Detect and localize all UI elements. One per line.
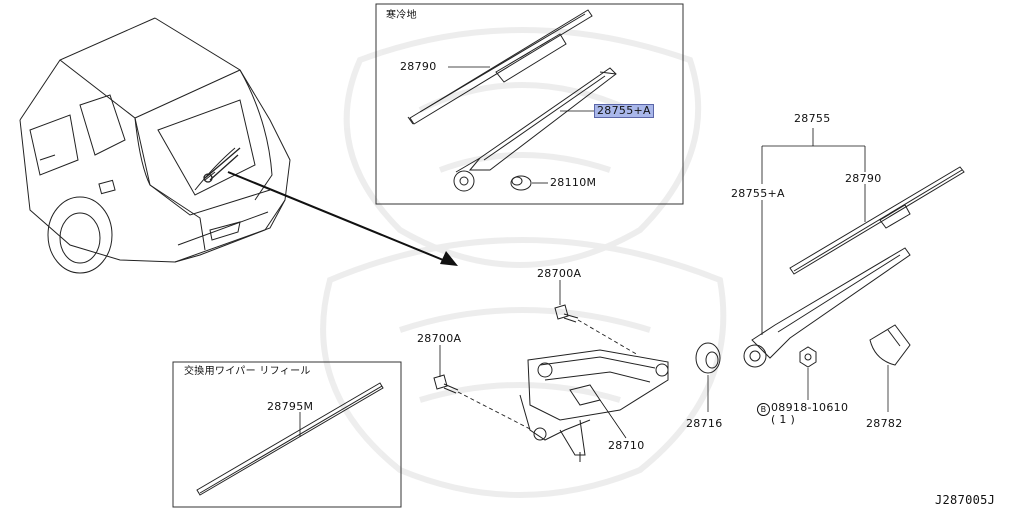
main-leaders <box>439 128 866 439</box>
refill-box <box>172 361 402 508</box>
callout-motor: 28710 <box>608 439 645 452</box>
nut-part-number: 08918-10610 <box>771 401 849 414</box>
callout-blade: 28790 <box>845 172 882 185</box>
bolt-mark-icon: B <box>757 403 770 416</box>
cold-blade <box>407 9 593 125</box>
grommet <box>695 342 721 412</box>
callout-grommet: 28716 <box>686 417 723 430</box>
callout-cap: 28782 <box>866 417 903 430</box>
wiper-motor <box>519 349 669 462</box>
car-wiper <box>203 147 241 183</box>
main-blade <box>789 166 965 275</box>
watermark <box>320 27 727 498</box>
bolt-top <box>554 304 579 323</box>
nut <box>799 346 817 400</box>
callout-nut-qty: ( 1 ) <box>771 413 796 426</box>
guide-lines <box>457 319 639 431</box>
cold-part-cap: 28110M <box>550 176 597 189</box>
main-arm <box>743 247 911 368</box>
cold-leaders <box>448 66 594 184</box>
refill-strip <box>196 382 384 496</box>
refill-title: 交換用ワイパー リフィール <box>184 366 311 377</box>
cold-area-box <box>375 3 684 205</box>
cold-area-title: 寒冷地 <box>386 10 417 21</box>
callout-bolt-left: 28700A <box>417 332 462 345</box>
cap <box>869 324 911 412</box>
cold-cap-28110m <box>510 175 532 191</box>
car-rear-illustration <box>19 17 291 274</box>
callout-assembly: 28755 <box>794 112 831 125</box>
cold-arm <box>453 67 617 192</box>
location-arrow <box>227 171 458 266</box>
diagram-id: J287005J <box>935 493 996 507</box>
bolt-left <box>433 374 459 394</box>
callout-arm: 28755+A <box>731 187 785 200</box>
callout-bolt-top: 28700A <box>537 267 582 280</box>
cold-part-arm: 28755+A <box>594 104 654 118</box>
cold-part-blade: 28790 <box>400 60 437 73</box>
refill-part: 28795M <box>267 400 314 413</box>
